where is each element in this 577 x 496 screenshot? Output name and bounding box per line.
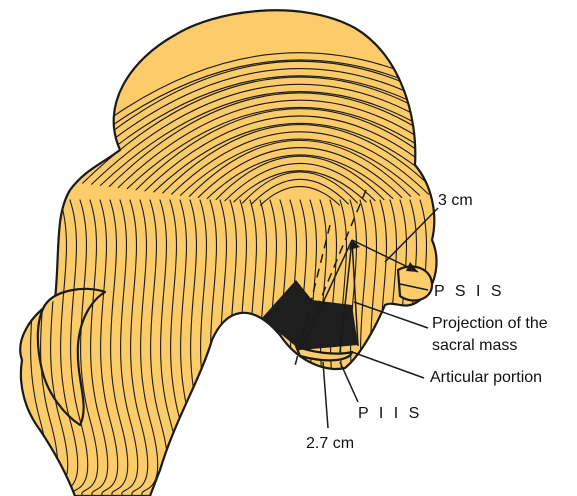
leader-2-7cm — [323, 362, 328, 428]
ilium-bone — [20, 10, 561, 496]
label-articular-portion: Articular portion — [430, 369, 542, 386]
leader-articular — [352, 352, 424, 378]
leader-piis — [340, 362, 358, 402]
label-psis: P S I S — [434, 283, 505, 300]
label-3cm: 3 cm — [438, 192, 473, 209]
ilium-wing — [20, 10, 436, 496]
label-2-7cm: 2.7 cm — [306, 435, 354, 452]
label-projection-line2: sacral mass — [432, 337, 517, 354]
label-piis: P I I S — [358, 405, 422, 422]
label-projection-line1: Projection of the — [432, 315, 548, 332]
